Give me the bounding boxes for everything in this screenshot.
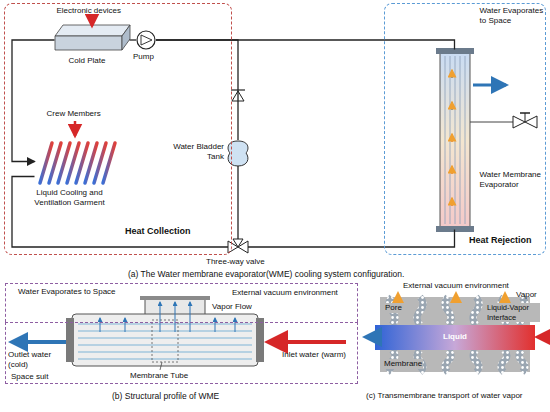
node-text: Cold Plate: [69, 56, 106, 66]
vapor-arrow: [125, 318, 126, 332]
membrane-tube: [450, 56, 451, 224]
membrane-tube: [78, 337, 252, 338]
membrane-tube: [78, 351, 252, 352]
liquid-band: Liquid: [375, 325, 535, 350]
garment-tube: [103, 143, 115, 183]
pipe-connector: [12, 40, 55, 162]
vapor-arrow: [190, 302, 191, 332]
heat-collection-region: Heat CollectionElectronic devicesCold Pl…: [4, 3, 232, 255]
pore: [473, 350, 479, 372]
three-way-valve: Three-way valve: [228, 239, 248, 255]
vapor-arrow: [100, 318, 101, 332]
pipe-connector: [130, 39, 137, 40]
garment: Crew MembersLiquid Cooling and Ventilati…: [35, 140, 115, 185]
pore: [501, 350, 507, 372]
part-label: Inlet water (warm): [282, 350, 352, 360]
cold-plate: Electronic devicesCold Plate: [55, 25, 130, 55]
flow-arrow: [451, 166, 453, 174]
pore: [417, 297, 423, 325]
node-text: Heat Collection: [125, 226, 191, 237]
pipe-connector: [156, 40, 455, 50]
node-text: Three-way valve: [206, 257, 265, 267]
node-text: Pump: [133, 52, 154, 62]
membrane-tube: [460, 56, 461, 224]
pipe-connector: [12, 177, 228, 248]
part-label: Outlet water (cold): [8, 350, 63, 370]
membrane-tube: [78, 358, 252, 359]
part-label: Water Evaporates to Space: [18, 287, 116, 297]
vapor-arrow: [160, 302, 161, 332]
vapor-arrow: [215, 318, 216, 332]
membrane-tube: [78, 330, 252, 331]
node-text: Liquid Cooling and Ventilation Garment: [20, 188, 120, 208]
part-label: Membrane Tube: [130, 371, 188, 381]
node-text: Liquid: [375, 332, 535, 342]
pipe-connector: [248, 230, 455, 248]
node-text: Heat Rejection: [469, 235, 532, 246]
node-text: Crew Members: [47, 109, 101, 119]
part-label: Pore: [384, 303, 403, 313]
pore: [473, 297, 479, 325]
node-text: External vacuum environment: [232, 288, 338, 298]
node-text: Water Evaporates to Space: [480, 6, 544, 26]
pipe-connector: [237, 166, 238, 239]
flow-arrow: [451, 102, 453, 110]
vapor-arrow: [175, 302, 176, 332]
membrane-tube: [78, 323, 252, 324]
membrane-tube: [465, 56, 466, 224]
vapor-arrow: [235, 318, 236, 332]
pipe-connector: [156, 40, 238, 140]
water-membrane-evaporator: Water Evaporates to SpaceWater Membrane …: [440, 50, 470, 230]
membrane-tube: [445, 56, 446, 224]
node-text: Electronic devices: [57, 6, 121, 16]
node-text: Water Bladder Tank: [170, 142, 224, 162]
water-bladder-tank: Water Bladder Tank: [228, 140, 248, 166]
node-text: Water Membrane Evaporator: [480, 170, 544, 190]
flow-arrow: [451, 134, 453, 142]
subfigure-caption: (c) Transmembrane transport of water vap…: [366, 391, 523, 401]
membrane-tube: [78, 344, 252, 345]
flow-arrow: [451, 70, 453, 78]
heat-rejection-region: Heat RejectionWater Evaporates to SpaceW…: [384, 3, 546, 255]
pore: [445, 297, 451, 325]
part-label: Vapor: [516, 290, 537, 300]
pore: [519, 350, 525, 372]
part-label: External vacuum environment: [403, 281, 509, 291]
part-label: Liquid-Vapor Interface: [486, 303, 540, 322]
part-label: Membrane: [383, 359, 423, 369]
flow-arrow: [451, 198, 453, 206]
subfigure-caption: (a) The Water membrane evaporator(WME) c…: [128, 269, 404, 280]
subfigure-caption: (b) Structural profile of WME: [112, 391, 219, 402]
part-label: Vapor Flow: [212, 302, 252, 312]
membrane-tube: [455, 56, 456, 224]
node-text: Space suit: [11, 372, 48, 382]
pore: [445, 350, 451, 372]
pump: Pump: [136, 30, 156, 50]
